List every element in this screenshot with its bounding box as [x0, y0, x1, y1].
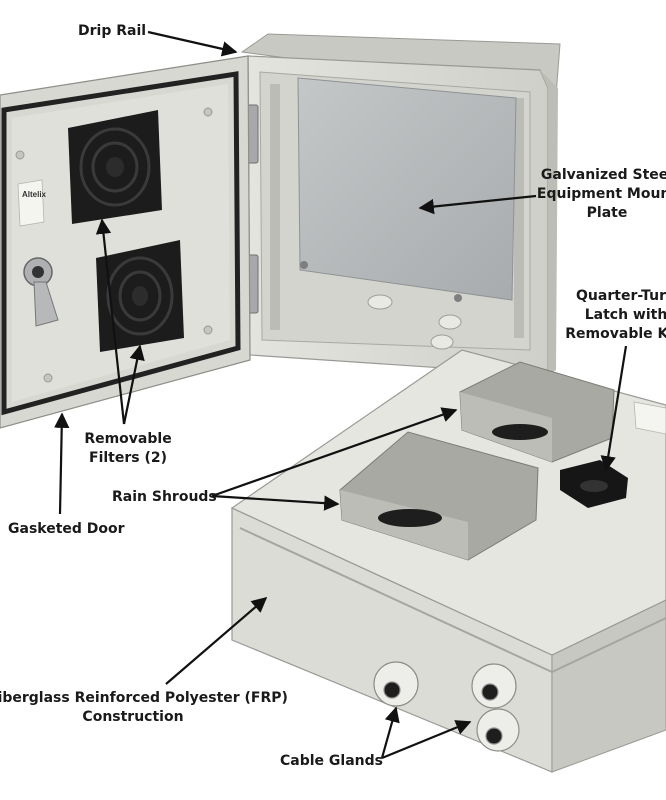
- callout-latch-line-2: Latch with: [584, 307, 666, 323]
- door-gasket: [1, 71, 241, 416]
- callout-filters-line-1: Removable: [84, 431, 172, 447]
- door-latch-hardware: [23, 257, 59, 327]
- callout-latch-line-1: Quarter-Turn: [576, 288, 666, 304]
- callout-latch: Quarter-Turn Latch with Removable Key: [556, 287, 666, 344]
- callout-drip-rail-line-1: Drip Rail: [78, 23, 147, 39]
- arrow-rain-shroud-front: [211, 494, 340, 511]
- arrow-rain-shroud-rear: [211, 407, 458, 498]
- closed-enclosure: [230, 349, 666, 773]
- callout-frp: Fiberglass Reinforced Polyester (FRP) Co…: [0, 689, 288, 727]
- quarter-turn-latch: [560, 460, 628, 508]
- filter-fan-bottom: [96, 240, 184, 352]
- cable-gland-2: [471, 663, 517, 709]
- arrow-frp: [165, 596, 268, 685]
- knockout-plugs: [367, 294, 462, 350]
- callout-latch-line-3: Removable Key: [565, 326, 666, 342]
- arrow-drip-rail: [147, 30, 238, 57]
- callout-gasketed-door-line-1: Gasketed Door: [8, 521, 125, 537]
- callout-mount-plate-line-2: Equipment Mount: [536, 186, 666, 202]
- arrow-cable-gland-left: [380, 706, 400, 759]
- enclosure-door: Altelix: [0, 55, 251, 429]
- callout-rain-shrouds: Rain Shrouds: [112, 488, 217, 507]
- arrow-filter-bottom: [122, 344, 145, 425]
- arrow-cable-gland-right: [381, 720, 472, 760]
- arrow-filter-top: [95, 218, 126, 425]
- callout-mount-plate-line-3: Plate: [586, 205, 628, 221]
- callout-mount-plate-line-1: Galvanized Steel: [540, 167, 666, 183]
- lid-brand-label: [633, 401, 666, 435]
- brand-label: Altelix: [17, 179, 47, 227]
- callout-frp-line-2: Construction: [82, 709, 184, 725]
- cable-gland-3: [476, 708, 520, 752]
- callout-arrows: [54, 30, 628, 760]
- rain-shroud-front: [339, 431, 539, 561]
- mount-plate: [297, 77, 517, 301]
- mounting-ribs: [270, 84, 524, 338]
- cable-gland-1: [373, 661, 419, 707]
- callout-rain-shrouds-line-1: Rain Shrouds: [112, 489, 217, 505]
- callout-filters-line-2: Filters (2): [89, 450, 167, 466]
- cable-glands: [373, 661, 520, 752]
- callout-mount-plate: Galvanized Steel Equipment Mount Plate: [532, 166, 666, 223]
- arrow-gasketed-door: [54, 412, 70, 515]
- filter-fan-top: [68, 110, 162, 224]
- arrow-mount-plate: [418, 194, 537, 215]
- rain-shroud-rear: [459, 361, 615, 463]
- arrow-latch: [600, 345, 628, 472]
- callout-cable-glands-line-1: Cable Glands: [280, 753, 383, 769]
- brand-label-text: Altelix: [22, 190, 47, 199]
- callout-cable-glands: Cable Glands: [280, 752, 383, 771]
- callout-filters: Removable Filters (2): [78, 430, 178, 468]
- callout-gasketed-door: Gasketed Door: [8, 520, 125, 539]
- open-enclosure: [235, 33, 561, 376]
- callout-drip-rail: Drip Rail: [78, 22, 146, 41]
- callout-frp-line-1: Fiberglass Reinforced Polyester (FRP): [0, 690, 288, 706]
